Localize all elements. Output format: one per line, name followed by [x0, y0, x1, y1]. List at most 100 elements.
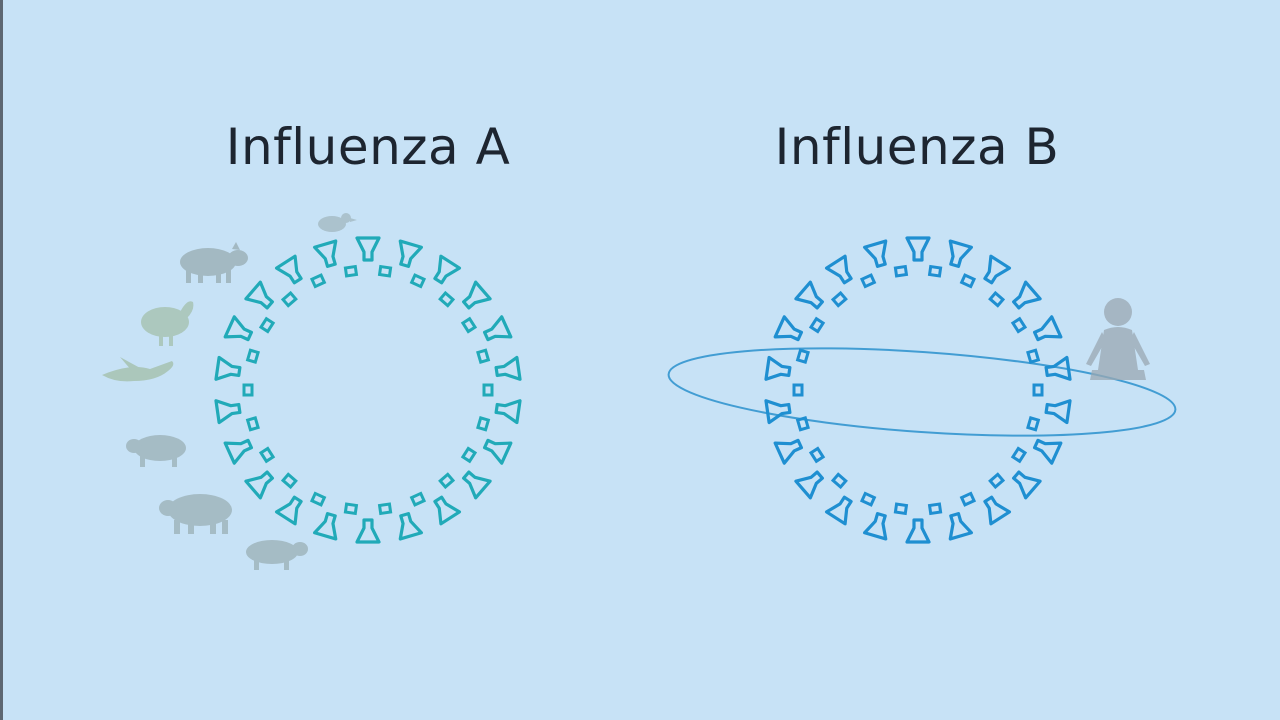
- membrane-protein: [893, 502, 908, 515]
- spike-protein: [863, 510, 894, 541]
- membrane-protein: [461, 317, 477, 333]
- bird-icon: [102, 357, 174, 382]
- spike-protein: [457, 280, 492, 315]
- membrane-protein: [378, 502, 393, 515]
- membrane-protein: [809, 447, 825, 463]
- membrane-protein: [246, 416, 260, 432]
- membrane-protein: [796, 416, 810, 432]
- spike-protein: [1007, 465, 1042, 500]
- spike-protein: [764, 396, 793, 425]
- membrane-protein: [893, 265, 908, 278]
- membrane-protein: [831, 472, 848, 489]
- spike-protein: [1007, 280, 1042, 315]
- spike-protein: [794, 280, 829, 315]
- cow-icon: [159, 494, 232, 534]
- membrane-protein: [242, 383, 254, 397]
- spike-protein: [1043, 396, 1072, 425]
- spike-protein: [313, 239, 344, 270]
- spike-protein: [1030, 315, 1063, 348]
- membrane-protein: [410, 273, 426, 289]
- spike-protein: [480, 432, 513, 465]
- spike-protein: [824, 491, 859, 526]
- spike-protein: [223, 315, 256, 348]
- membrane-protein: [476, 416, 490, 432]
- membrane-protein: [928, 265, 943, 278]
- membrane-protein: [928, 502, 943, 515]
- spike-protein: [942, 510, 973, 541]
- membrane-protein: [281, 291, 298, 308]
- spike-protein: [427, 254, 462, 289]
- membrane-protein: [343, 502, 358, 515]
- influenza-a-title: Influenza A: [225, 118, 511, 176]
- spike-protein: [313, 510, 344, 541]
- spike-protein: [355, 236, 381, 262]
- spike-protein: [493, 396, 522, 425]
- pig-icon: [180, 242, 248, 283]
- membrane-protein: [988, 291, 1005, 308]
- spike-protein: [244, 280, 279, 315]
- left-border: [0, 0, 3, 720]
- goose-icon: [141, 301, 194, 346]
- chicken-icon: [318, 213, 357, 232]
- spike-protein: [480, 315, 513, 348]
- spike-protein: [427, 491, 462, 526]
- membrane-protein: [259, 317, 275, 333]
- spike-protein: [1043, 355, 1072, 384]
- spike-protein: [214, 396, 243, 425]
- spike-protein: [773, 432, 806, 465]
- membrane-protein: [343, 265, 358, 278]
- membrane-protein: [796, 348, 810, 364]
- membrane-protein: [461, 447, 477, 463]
- orbit-ring: [667, 347, 1177, 437]
- spike-protein: [794, 465, 829, 500]
- membrane-protein: [246, 348, 260, 364]
- spike-protein: [214, 355, 243, 384]
- influenza-b-title: Influenza B: [774, 118, 1060, 176]
- spike-protein: [905, 518, 931, 544]
- spike-protein: [773, 315, 806, 348]
- spike-protein: [905, 236, 931, 262]
- spike-protein: [1030, 432, 1063, 465]
- membrane-protein: [259, 447, 275, 463]
- spike-protein: [274, 491, 309, 526]
- spike-protein: [392, 510, 423, 541]
- spike-protein: [977, 491, 1012, 526]
- influenza-a-virus: [214, 236, 522, 544]
- membrane-protein: [438, 291, 455, 308]
- membrane-protein: [1026, 348, 1040, 364]
- spike-protein: [824, 254, 859, 289]
- membrane-protein: [1032, 383, 1044, 397]
- membrane-protein: [860, 273, 876, 289]
- host-animals-a: [102, 213, 357, 570]
- spike-protein: [493, 355, 522, 384]
- membrane-protein: [860, 491, 876, 507]
- spike-protein: [457, 465, 492, 500]
- membrane-protein: [410, 491, 426, 507]
- pig-icon-bottom: [246, 540, 308, 570]
- membrane-protein: [476, 348, 490, 364]
- spike-protein: [863, 239, 894, 270]
- membrane-protein: [960, 273, 976, 289]
- spike-protein: [392, 239, 423, 270]
- spike-protein: [223, 432, 256, 465]
- membrane-protein: [281, 472, 298, 489]
- spike-protein: [355, 518, 381, 544]
- membrane-protein: [482, 383, 494, 397]
- membrane-protein: [310, 491, 326, 507]
- spike-protein: [977, 254, 1012, 289]
- membrane-protein: [1011, 447, 1027, 463]
- influenza-b-virus: [764, 236, 1072, 544]
- spike-protein: [274, 254, 309, 289]
- membrane-protein: [310, 273, 326, 289]
- membrane-protein: [831, 291, 848, 308]
- membrane-protein: [988, 472, 1005, 489]
- membrane-protein: [792, 383, 804, 397]
- membrane-protein: [809, 317, 825, 333]
- membrane-protein: [1026, 416, 1040, 432]
- human-icon: [1086, 298, 1150, 380]
- spike-protein: [244, 465, 279, 500]
- membrane-protein: [378, 265, 393, 278]
- membrane-protein: [438, 472, 455, 489]
